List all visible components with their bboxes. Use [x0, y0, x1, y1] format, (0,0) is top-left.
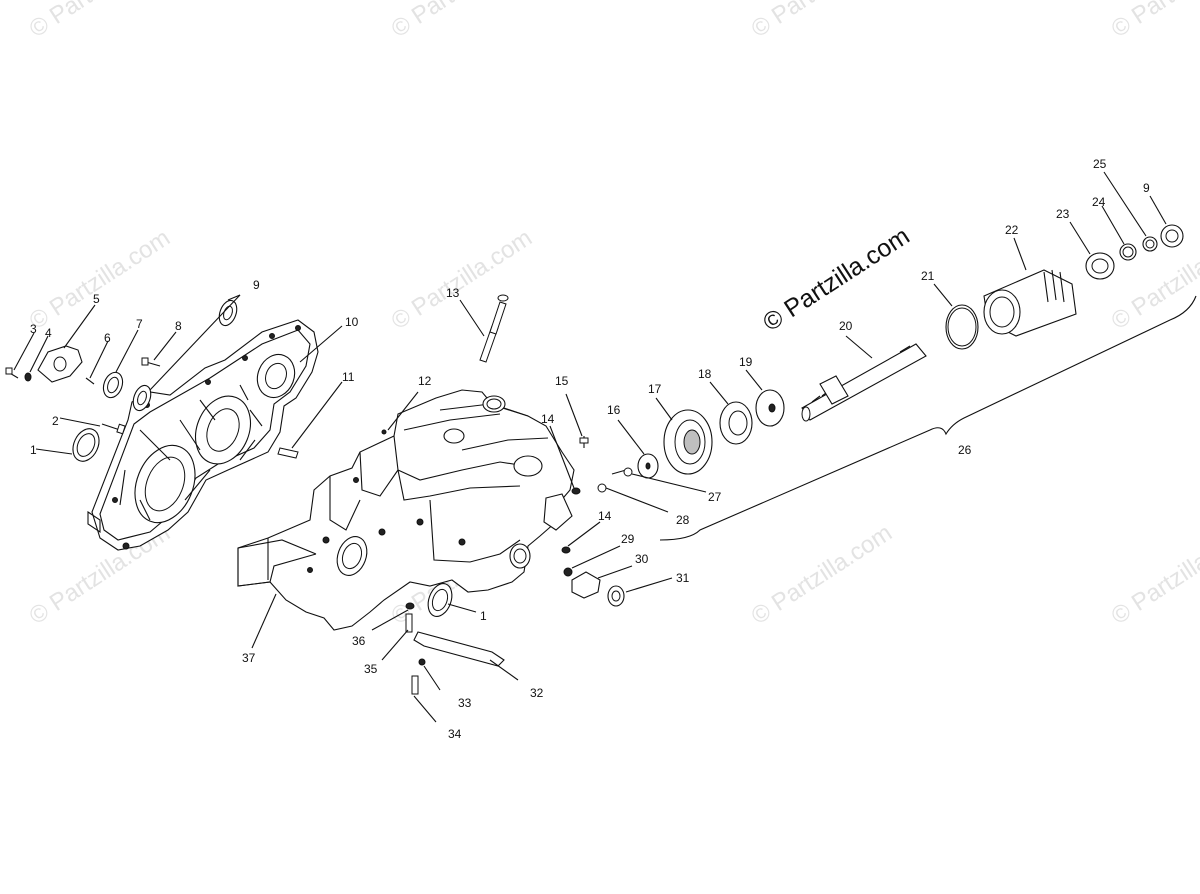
callout-26: 26 — [958, 443, 972, 457]
callout-20: 20 — [839, 319, 853, 333]
shaft-assembly — [597, 224, 1197, 541]
callout-9-left: 9 — [253, 278, 260, 292]
callout-31: 31 — [676, 571, 690, 585]
callout-1: 1 — [30, 443, 37, 457]
callout-8: 8 — [175, 319, 182, 333]
small-parts-left — [5, 299, 299, 462]
callout-29: 29 — [621, 532, 635, 546]
callout-16: 16 — [607, 403, 621, 417]
callout-35: 35 — [364, 662, 378, 676]
watermark: © Partzilla.com — [25, 224, 175, 335]
callout-4: 4 — [45, 326, 52, 340]
main-crankcase — [237, 389, 575, 631]
callout-11: 11 — [342, 370, 355, 384]
watermark: © Partzilla.com — [747, 0, 897, 43]
callout-21: 21 — [921, 269, 935, 283]
callout-28: 28 — [676, 513, 690, 527]
watermark: © Partzilla.com — [1107, 0, 1200, 43]
callout-labels: 1 2 3 4 5 6 7 8 9 10 11 12 13 14 15 14 1… — [30, 157, 1150, 741]
callout-15: 15 — [555, 374, 569, 388]
callout-13: 13 — [446, 286, 460, 300]
callout-32: 32 — [530, 686, 544, 700]
watermark: © Partzilla.com — [387, 224, 537, 335]
callout-30: 30 — [635, 552, 649, 566]
callout-14-lower: 14 — [598, 509, 612, 523]
callout-14-upper: 14 — [541, 412, 555, 426]
callout-25: 25 — [1093, 157, 1107, 171]
callout-7: 7 — [136, 317, 143, 331]
callout-3: 3 — [30, 322, 37, 336]
callout-19: 19 — [739, 355, 753, 369]
callout-24: 24 — [1092, 195, 1106, 209]
callout-5: 5 — [93, 292, 100, 306]
callout-1-lower: 1 — [480, 609, 487, 623]
callout-34: 34 — [448, 727, 462, 741]
watermark: © Partzilla.com — [1107, 519, 1200, 630]
outer-cover-plate — [87, 319, 319, 551]
crankcase-small-parts — [405, 294, 625, 695]
callout-37: 37 — [242, 651, 256, 665]
watermark: © Partzilla.com — [387, 0, 537, 43]
callout-18: 18 — [698, 367, 712, 381]
callout-9-right: 9 — [1143, 181, 1150, 195]
callout-6: 6 — [104, 331, 111, 345]
callout-17: 17 — [648, 382, 662, 396]
leader-lines — [13, 171, 1167, 723]
callout-33: 33 — [458, 696, 472, 710]
callout-12: 12 — [418, 374, 432, 388]
watermark: © Partzilla.com — [25, 0, 175, 43]
watermark: © Partzilla.com — [747, 519, 897, 630]
callout-2: 2 — [52, 414, 59, 428]
callout-36: 36 — [352, 634, 366, 648]
callout-23: 23 — [1056, 207, 1070, 221]
callout-27: 27 — [708, 490, 722, 504]
watermark-featured: © Partzilla.com — [758, 222, 915, 337]
callout-22: 22 — [1005, 223, 1019, 237]
callout-10: 10 — [345, 315, 359, 329]
